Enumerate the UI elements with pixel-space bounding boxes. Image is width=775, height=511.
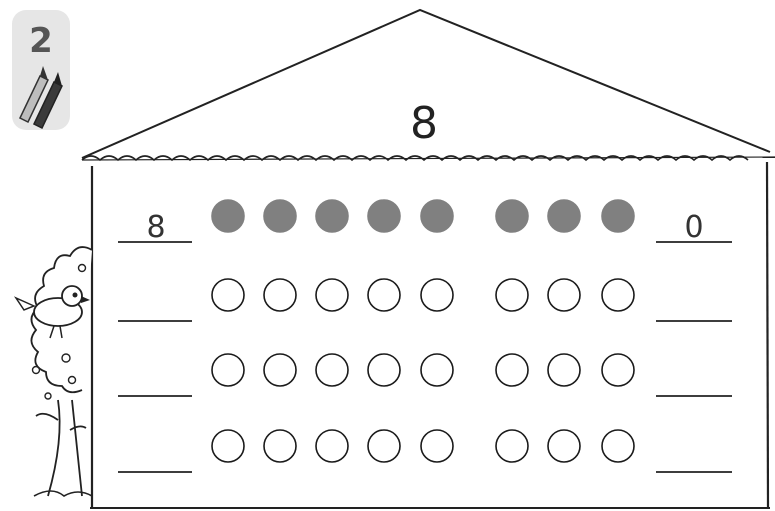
empty-circle[interactable]: [548, 279, 580, 311]
filled-circle: [602, 200, 634, 232]
filled-circle: [421, 200, 453, 232]
roof-number: 8: [410, 98, 438, 149]
right-answer: 0: [684, 210, 703, 245]
tree-with-bird: [16, 247, 92, 496]
filled-circle: [264, 200, 296, 232]
roof: 8: [82, 10, 775, 160]
filled-circle: [212, 200, 244, 232]
empty-circle[interactable]: [548, 430, 580, 462]
empty-circle[interactable]: [212, 279, 244, 311]
empty-circle[interactable]: [264, 354, 296, 386]
empty-circle[interactable]: [602, 354, 634, 386]
filled-circle: [316, 200, 348, 232]
empty-circle[interactable]: [602, 279, 634, 311]
empty-circle[interactable]: [496, 279, 528, 311]
tree-trunk: [36, 400, 86, 496]
filled-circle: [496, 200, 528, 232]
count-row: [118, 430, 732, 472]
left-answer: 8: [146, 210, 165, 245]
empty-circle[interactable]: [602, 430, 634, 462]
empty-circle[interactable]: [496, 354, 528, 386]
empty-circle[interactable]: [316, 354, 348, 386]
empty-circle[interactable]: [421, 430, 453, 462]
empty-circle[interactable]: [264, 430, 296, 462]
empty-circle[interactable]: [421, 354, 453, 386]
filled-circle: [368, 200, 400, 232]
empty-circle[interactable]: [548, 354, 580, 386]
empty-circle[interactable]: [368, 279, 400, 311]
empty-circle[interactable]: [316, 430, 348, 462]
empty-circle[interactable]: [421, 279, 453, 311]
empty-circle[interactable]: [368, 354, 400, 386]
filled-circle: [548, 200, 580, 232]
empty-circle[interactable]: [264, 279, 296, 311]
task-badge: 2: [12, 10, 70, 130]
empty-circle[interactable]: [212, 354, 244, 386]
empty-circle[interactable]: [368, 430, 400, 462]
empty-circle[interactable]: [212, 430, 244, 462]
count-row: [118, 354, 732, 396]
task-number: 2: [29, 21, 53, 61]
empty-circle[interactable]: [496, 430, 528, 462]
count-row: [118, 279, 732, 321]
empty-circle[interactable]: [316, 279, 348, 311]
